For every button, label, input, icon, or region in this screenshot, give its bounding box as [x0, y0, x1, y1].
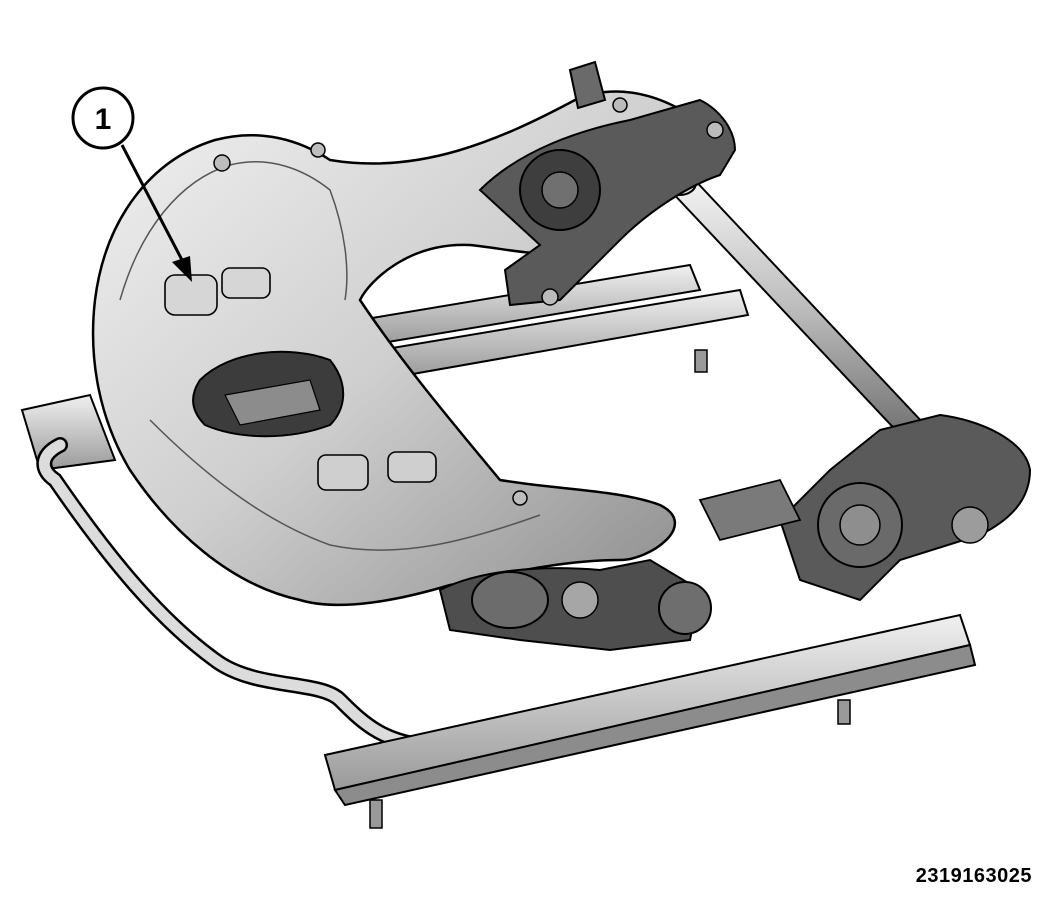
right-seat-track: [323, 349, 977, 829]
front-bent-rod: [36, 437, 428, 753]
figure-id-label: 2319163025: [915, 865, 1032, 887]
callout-arrowhead: [172, 256, 192, 282]
callout-number: 1: [95, 103, 112, 136]
upper-recliner-mechanism: [478, 60, 737, 307]
callout-leader-line: [120, 144, 184, 261]
lower-adjuster-mechanism: [438, 413, 1032, 652]
callout-1: 1: [71, 86, 192, 282]
callout-circle: [71, 86, 135, 150]
